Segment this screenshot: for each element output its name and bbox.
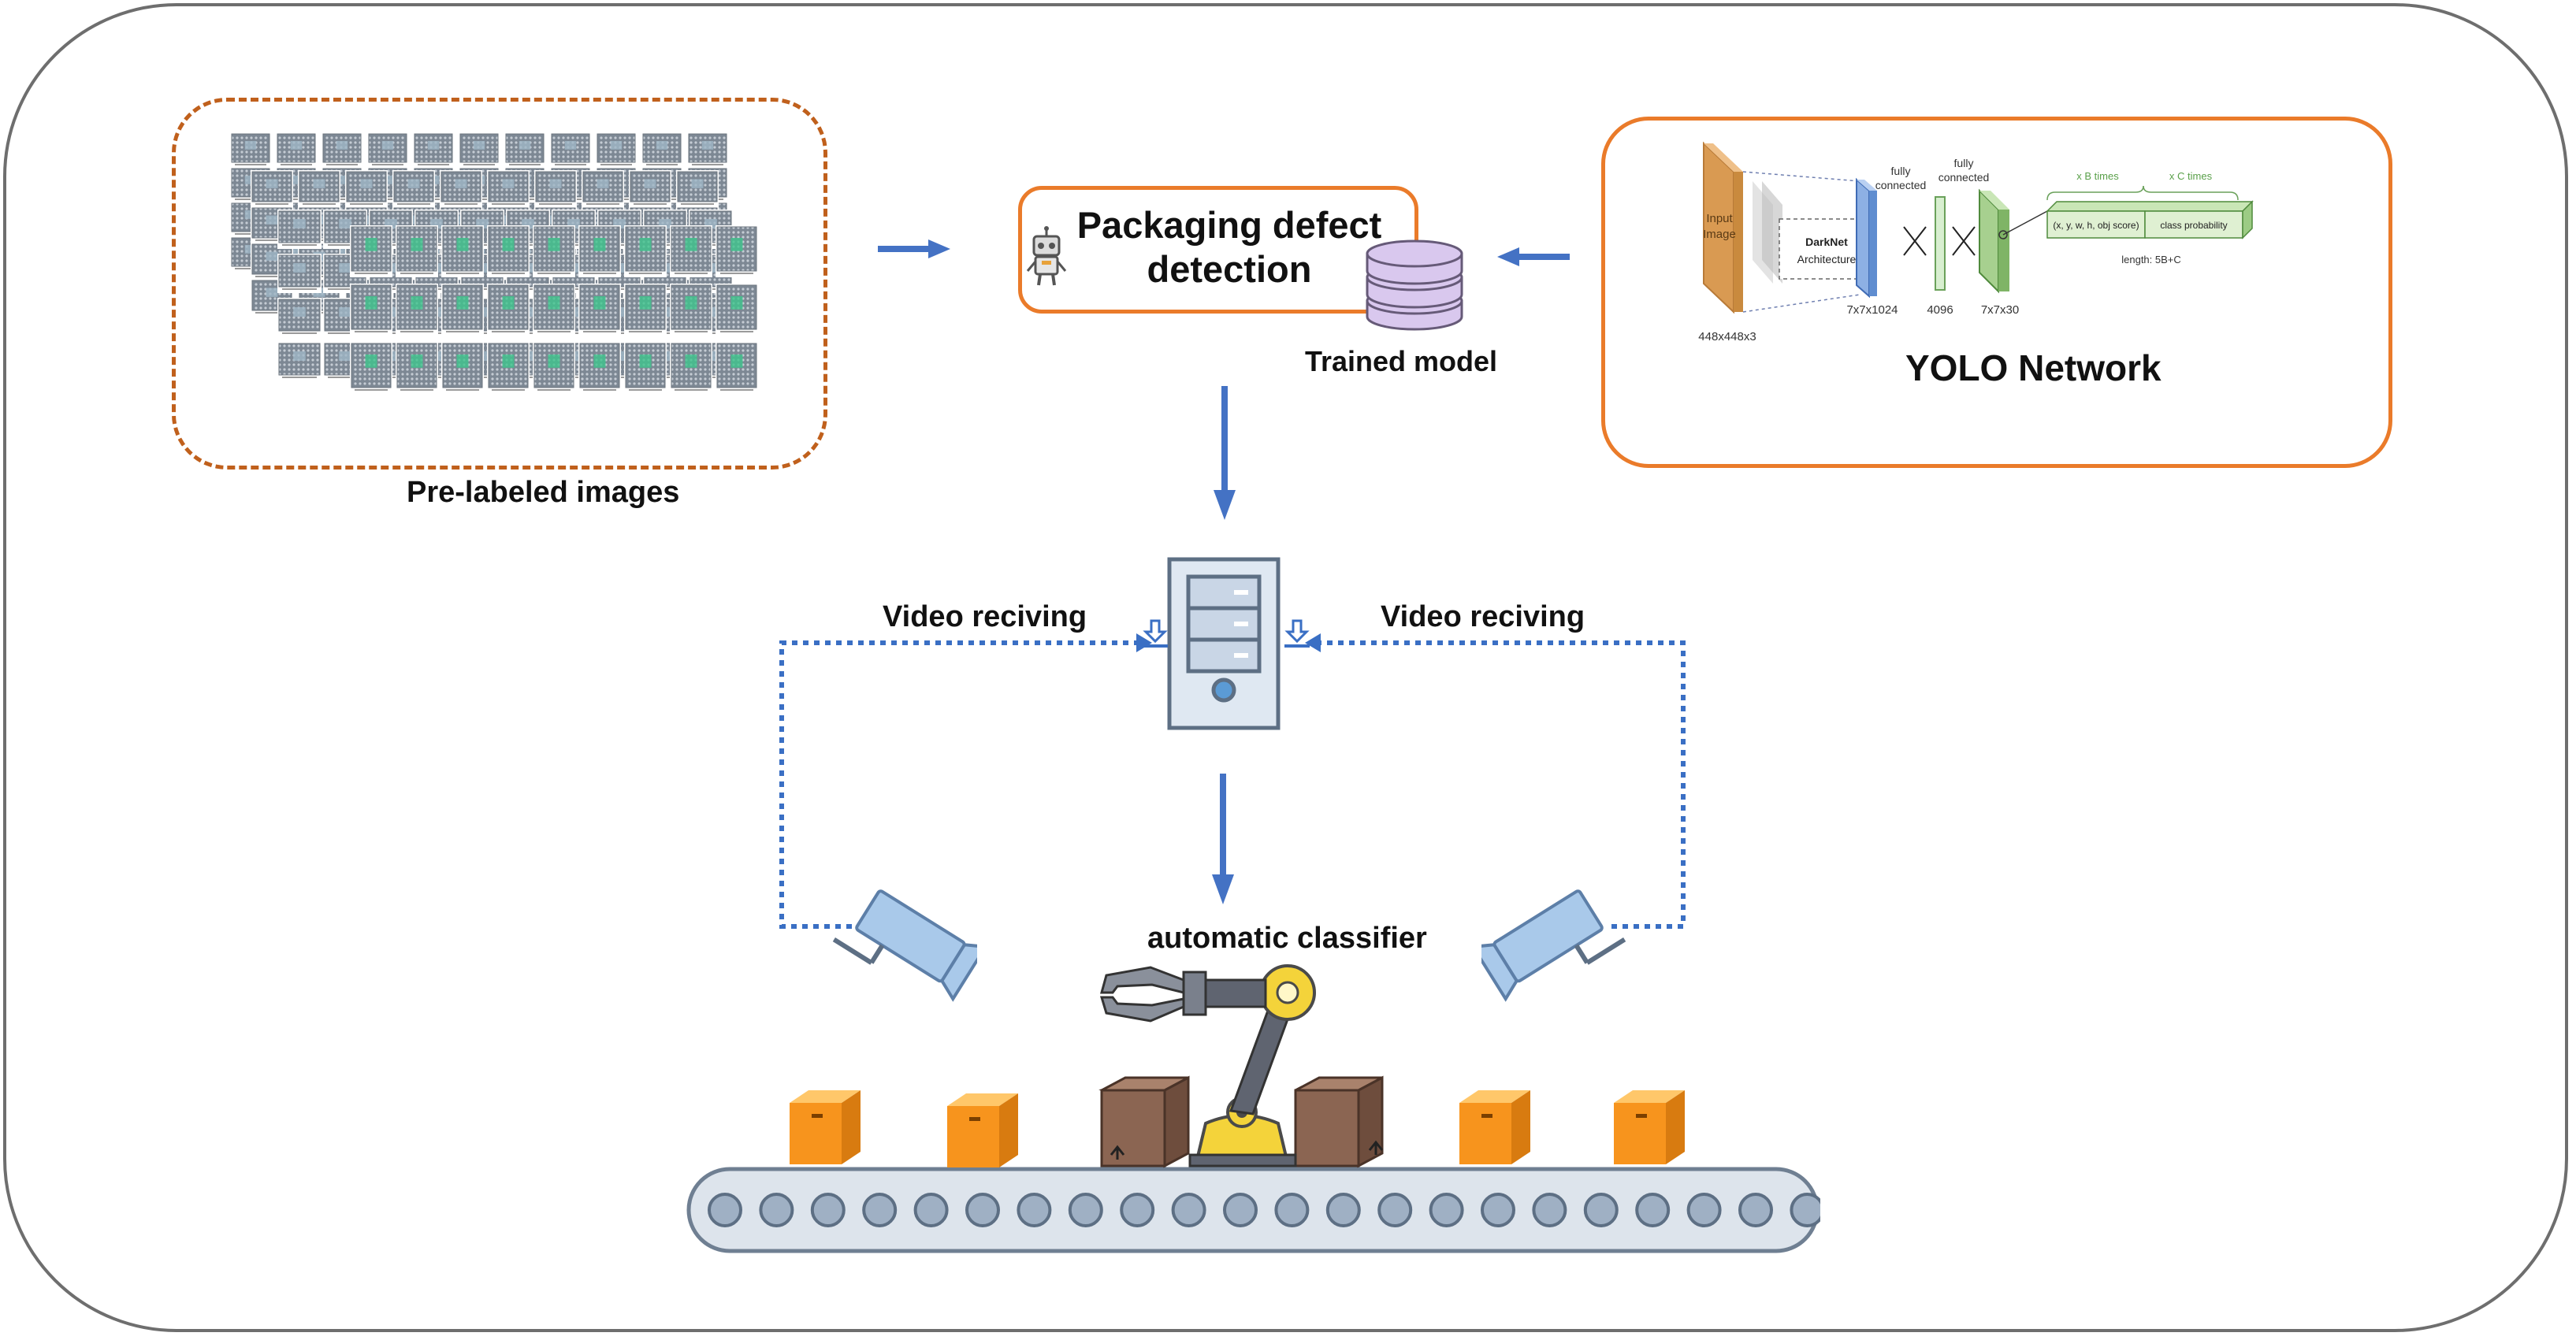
yolo-input-label-1: Input [1706,212,1733,225]
video-receiving-left-label: Video reciving [883,600,1087,633]
thumbnail-grid [230,132,758,394]
yolo-fc1-label-1: fully [1891,165,1911,177]
pre-labeled-images-label: Pre-labeled images [407,476,680,509]
trained-model-label: Trained model [1305,345,1498,377]
conveyor-belt-icon [686,1167,1820,1253]
arrow-icon [1212,774,1234,904]
robot-arm-icon [1098,964,1384,1168]
yolo-length: length: 5B+C [2121,254,2181,265]
package-box-icon [947,1093,1018,1167]
package-box-icon [1614,1090,1685,1164]
yolo-darknet-label-1: DarkNet [1805,236,1848,248]
video-receiving-right-label: Video reciving [1381,600,1585,633]
yolo-darknet-label-2: Architecture [1797,253,1857,265]
package-box-icon [1459,1090,1530,1164]
yolo-fc1-dim: 4096 [1927,303,1953,317]
yolo-box-text: (x, y, w, h, obj score) [2053,220,2139,231]
automatic-classifier-label: automatic classifier [1147,922,1427,955]
arrow-icon [1497,247,1570,266]
yolo-c-times: x C times [2169,170,2213,182]
camera-icon [1481,889,1626,1002]
package-box-icon [790,1090,861,1164]
arrow-icon [878,239,950,258]
yolo-architecture-diagram: Input Image 448x448x3 DarkNet Architectu… [1698,141,2254,343]
yolo-input-dim: 448x448x3 [1698,330,1756,343]
package-box-icon [1098,1075,1190,1168]
arrow-icon [1214,386,1236,520]
detection-title-line1: Packaging defect [1076,204,1382,246]
detection-title: Packaging defect detection [1056,203,1403,291]
pre-labeled-images-box [172,98,827,470]
server-icon [1167,557,1281,730]
detection-box [1018,186,1418,314]
camera-icon [832,889,977,1002]
detection-title-line2: detection [1147,248,1312,290]
yolo-network-label: YOLO Network [1905,347,2162,388]
download-icon [1143,619,1168,648]
yolo-darknet-dim: 7x7x1024 [1846,303,1898,317]
yolo-fc2-dim: 7x7x30 [1981,303,2019,317]
package-box-icon [1294,1075,1384,1168]
yolo-fc2-label-1: fully [1954,157,1974,169]
video-feed-lines [779,633,1686,929]
robot-icon [1026,226,1067,286]
yolo-fc2-label-2: connected [1939,171,1990,184]
yolo-input-label-2: Image [1703,228,1736,241]
yolo-class-text: class probability [2160,220,2227,231]
yolo-b-times: x B times [2076,170,2119,182]
download-icon [1284,619,1310,648]
database-icon [1366,239,1463,331]
yolo-fc1-label-2: connected [1875,179,1927,191]
